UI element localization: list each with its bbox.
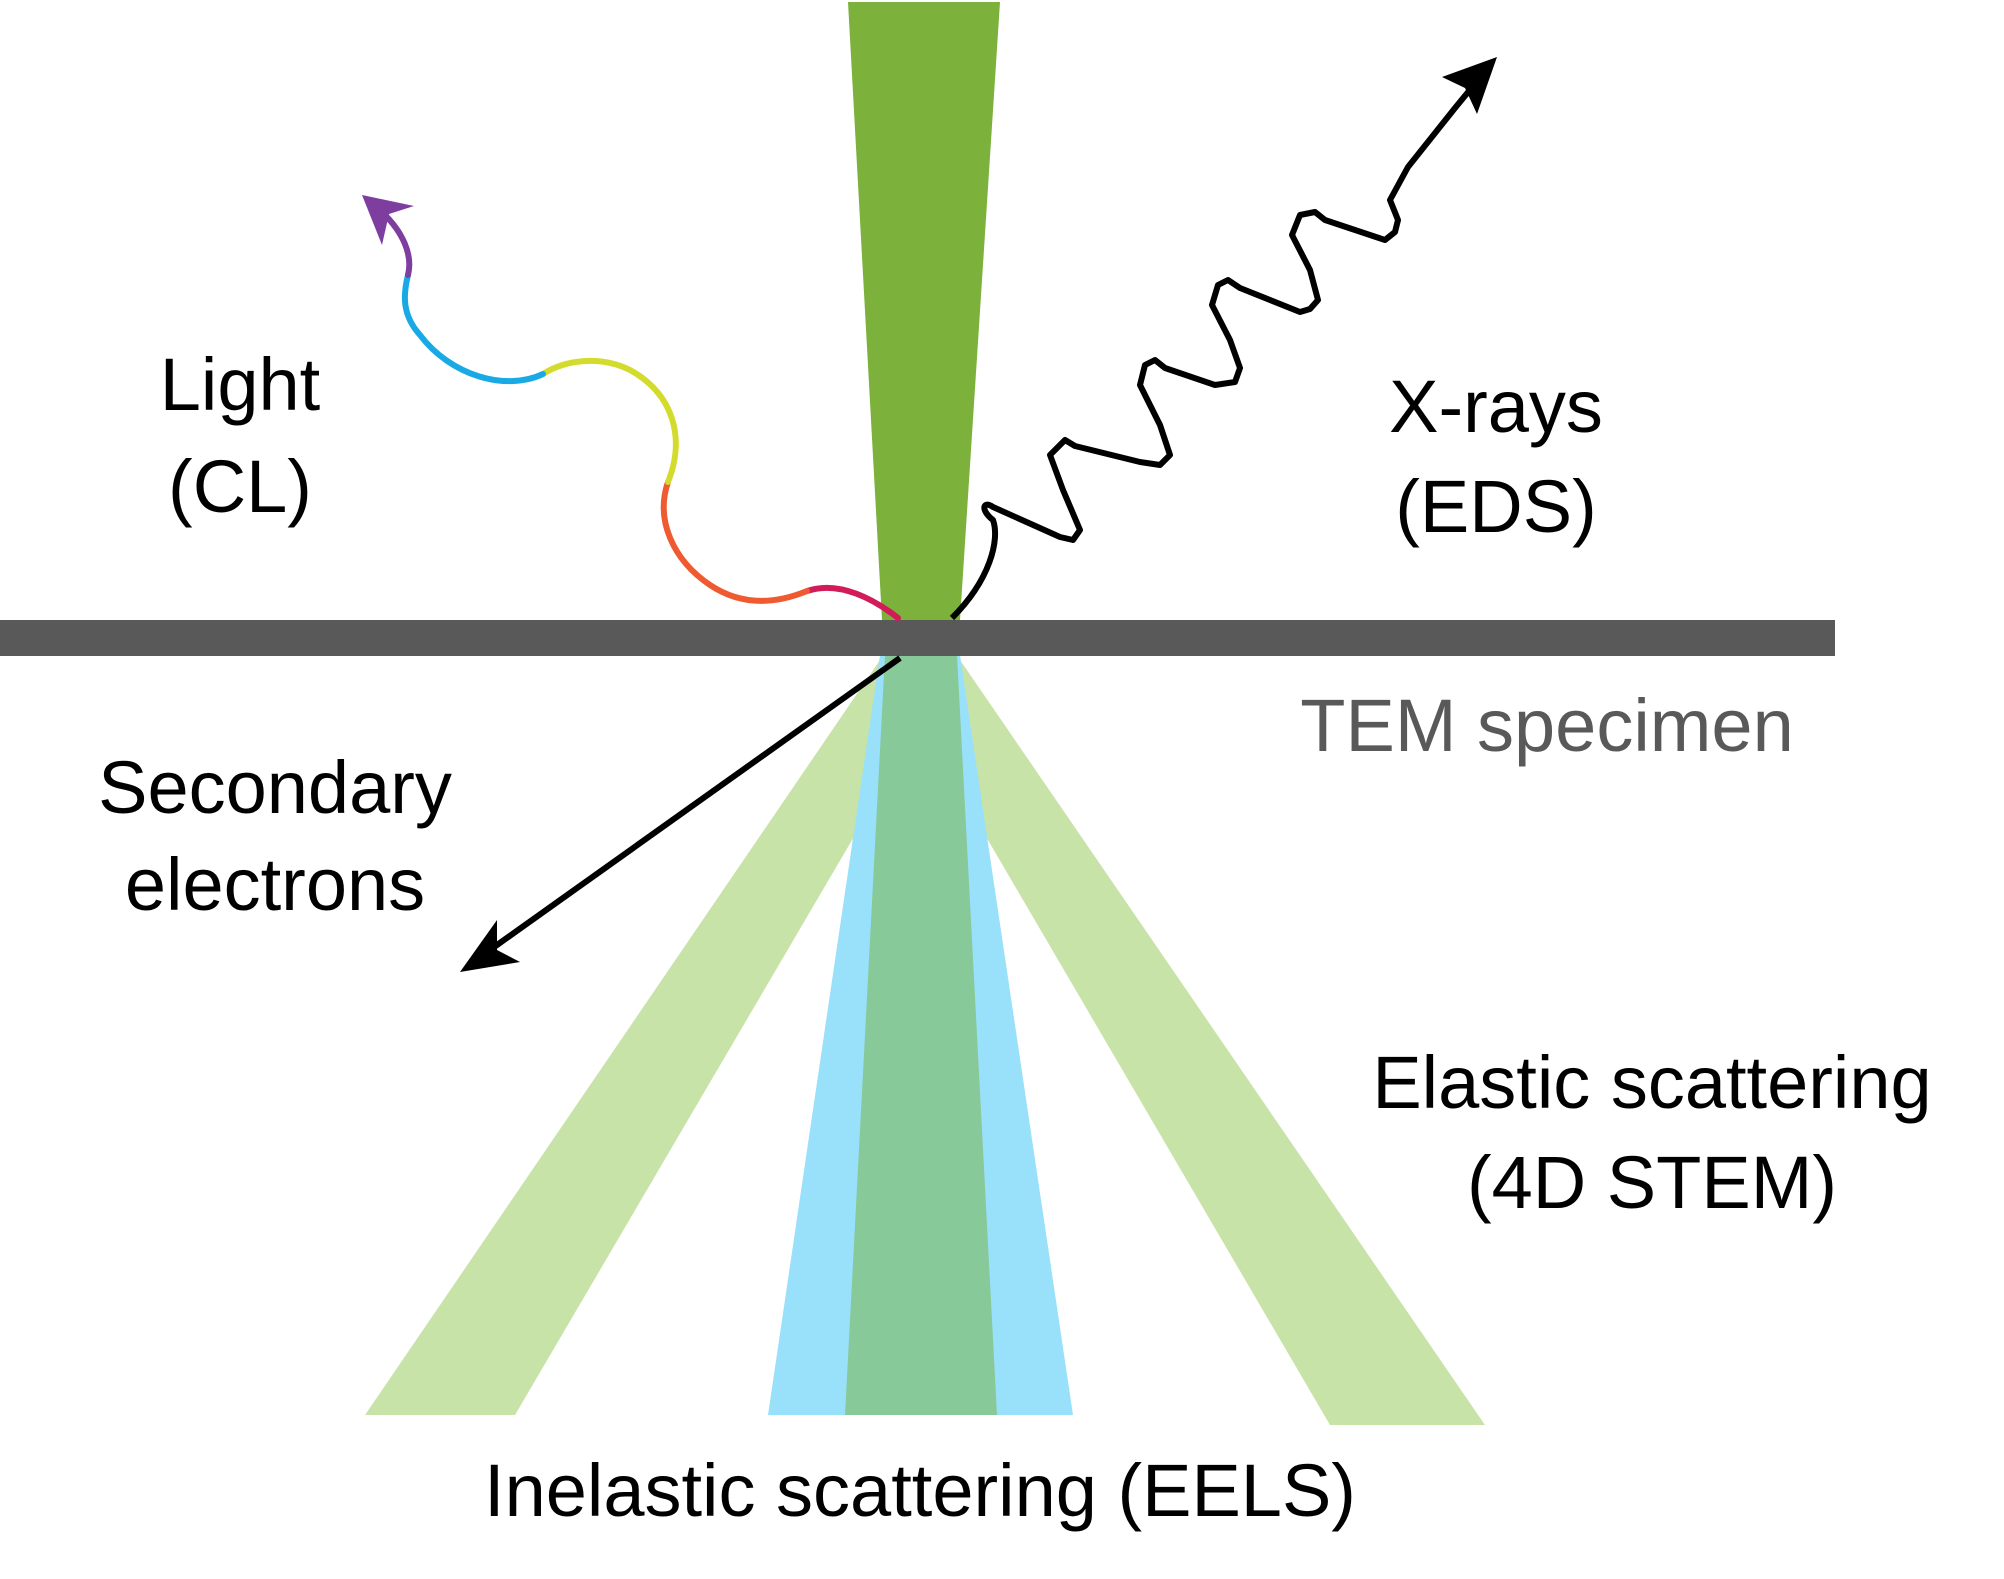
xray-arrowhead [1442,57,1497,114]
tem-specimen-bar [0,620,1835,656]
light-wave [379,209,901,621]
secondary-electrons-arrowhead [460,920,520,972]
light-label-line1: Light [160,343,321,426]
inelastic-cone-inner [845,655,997,1415]
light-label-line2: (CL) [168,445,312,528]
elastic-scattering-label-line2: (4D STEM) [1467,1141,1837,1224]
incident-beam [848,2,1000,620]
elastic-cone-right [960,660,1485,1425]
secondary-electrons-line [488,655,902,953]
elastic-cone-left [365,660,880,1415]
elastic-scattering-label-line1: Elastic scattering [1372,1041,1931,1124]
secondary-electrons-label-line2: electrons [125,843,425,926]
secondary-electrons-label-line1: Secondary [98,746,452,829]
xray-wave [949,78,1481,621]
inelastic-scattering-label: Inelastic scattering (EELS) [484,1449,1356,1532]
xrays-label-line1: X-rays [1389,365,1603,448]
light-arrowhead [362,195,414,245]
xrays-label-line2: (EDS) [1395,465,1596,548]
tem-specimen-label: TEM specimen [1300,684,1793,767]
